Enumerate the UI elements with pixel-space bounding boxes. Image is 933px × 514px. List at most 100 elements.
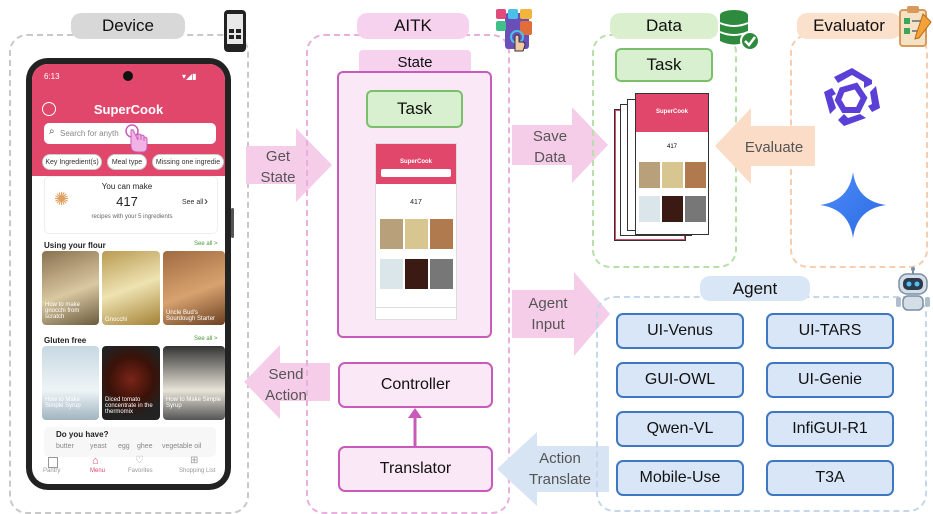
device-title: Device [71, 13, 185, 39]
recipe-title-5: Diced tomato concentrate in the thermomi… [105, 397, 153, 415]
stack-app-title: SuperCook [655, 109, 688, 115]
agent-input-label: Agent Input [528, 295, 568, 333]
section-gluten-free: Gluten free [44, 336, 87, 345]
section-using-flour: Using your flour [44, 241, 106, 250]
mini-header [376, 144, 456, 184]
save-data-label: Save Data [532, 128, 568, 166]
phone-side-button [231, 208, 234, 238]
database-check-icon [719, 10, 760, 51]
recipe-title-6: How to Make Simple Syrup [166, 397, 222, 409]
evaluator-title: Evaluator [797, 13, 901, 39]
nav-menu[interactable]: Menu [90, 468, 106, 474]
section1-see-all[interactable]: See all > [194, 241, 218, 247]
nav-shopping-list[interactable]: Shopping List [179, 468, 216, 474]
smartphone-icon [224, 10, 246, 52]
clipboard-checklist-icon [899, 6, 932, 47]
stack-food-4 [639, 196, 660, 222]
mini-nav [376, 307, 456, 308]
mini-count: 417 [410, 199, 422, 206]
agent-qwen-vl: Qwen-VL [616, 411, 744, 447]
ingredient-butter[interactable]: butter [56, 443, 74, 450]
ingredient-yeast[interactable]: yeast [90, 443, 107, 450]
stack-food-5 [662, 196, 683, 222]
aitk-title: AITK [357, 13, 469, 39]
see-all-chevron-icon[interactable]: › [204, 194, 208, 208]
recipe-title-4: How to Make Simple Syrup [45, 397, 81, 409]
agent-ui-tars: UI-TARS [766, 313, 894, 349]
recipe-title-3: Uncle Bud's Sourdough Starter [166, 310, 216, 322]
recipe-card-syrup-1[interactable] [42, 346, 99, 420]
nav-pantry[interactable]: Pantry [43, 468, 61, 474]
translator-box: Translator [338, 446, 493, 492]
tap-hand-icon [125, 124, 148, 153]
action-translate-arrow [497, 432, 609, 506]
camera-dot [123, 71, 133, 81]
sparkle-icon: ✺ [54, 189, 70, 209]
recipes-caption: recipes with your 5 ingredients [91, 214, 173, 220]
mini-food-3 [430, 219, 453, 249]
you-can-make-label: You can make [101, 182, 153, 191]
do-you-have-panel [44, 427, 216, 457]
save-data-arrow [512, 107, 608, 183]
state-task-box: Task [366, 90, 463, 128]
nav-pantry-icon[interactable] [48, 457, 58, 468]
profile-icon[interactable] [42, 102, 56, 116]
you-can-make-card[interactable] [44, 176, 218, 234]
app-touch-icon [496, 9, 532, 52]
controller-box: Controller [338, 362, 493, 408]
gemini-star-icon [820, 172, 886, 238]
agent-ui-genie: UI-Genie [766, 362, 894, 398]
evaluate-label: Evaluate [744, 139, 804, 156]
mini-food-6 [430, 259, 453, 289]
recipe-card-gnocchi-scratch[interactable] [42, 251, 99, 325]
send-action-arrow [244, 345, 330, 419]
phone-screen: 6:13 ▾◢▮ SuperCook ⌕ Search for anyth Ke… [32, 64, 225, 484]
agent-gui-owl: GUI-OWL [616, 362, 744, 398]
state-title: State [359, 50, 471, 74]
chip-key-ingredients[interactable]: Key Ingredient(s) [42, 154, 102, 170]
chip-missing-one[interactable]: Missing one ingredie [152, 154, 224, 170]
agent-title: Agent [700, 276, 810, 301]
mini-title: SuperCook [399, 159, 432, 165]
recipe-title-2: Gnocchi [105, 317, 128, 323]
qwen-logo-icon [824, 68, 880, 126]
section2-see-all[interactable]: See all > [194, 336, 218, 342]
nav-favorites[interactable]: Favorites [128, 468, 153, 474]
ingredient-ghee[interactable]: ghee [137, 443, 153, 450]
see-all-link[interactable]: See all [182, 199, 204, 206]
stack-food-2 [662, 162, 683, 188]
translator-to-controller-arrow [408, 408, 422, 448]
chip-meal-type[interactable]: Meal type [107, 154, 147, 170]
mini-food-5 [405, 259, 428, 289]
data-task-box: Task [615, 48, 713, 82]
ingredient-vegetable-oil[interactable]: vegetable oil [162, 443, 202, 450]
recipe-count: 417 [116, 194, 138, 209]
get-state-arrow [246, 128, 332, 202]
do-you-have-label: Do you have? [56, 430, 109, 439]
nav-shopping-icon[interactable]: ⊞ [190, 455, 199, 466]
phone-mockup: 6:13 ▾◢▮ SuperCook ⌕ Search for anyth Ke… [26, 58, 234, 490]
nav-menu-icon[interactable]: ⌂ [92, 455, 99, 467]
recipe-card-syrup-2[interactable] [163, 346, 225, 420]
send-action-label: Send Action [265, 366, 307, 404]
recipe-title-1: How to make gnocchi from scratch [45, 302, 81, 320]
mini-search [381, 169, 451, 177]
mini-food-1 [380, 219, 403, 249]
agent-infigui-r1: InfiGUI-R1 [766, 411, 894, 447]
ingredient-egg[interactable]: egg [118, 443, 130, 450]
search-bar[interactable] [44, 123, 216, 144]
get-state-label: Get State [260, 148, 296, 186]
mini-food-4 [380, 259, 403, 289]
search-icon: ⌕ [49, 126, 55, 137]
nav-favorites-icon[interactable]: ♡ [135, 455, 144, 466]
recipe-card-tomato[interactable] [102, 346, 160, 420]
stack-food-3 [685, 162, 706, 188]
action-translate-label: Action Translate [529, 450, 591, 488]
stack-food-6 [685, 196, 706, 222]
agent-mobile-use: Mobile-Use [616, 460, 744, 496]
agent-ui-venus: UI-Venus [616, 313, 744, 349]
recipe-card-sourdough[interactable] [163, 251, 225, 325]
search-placeholder: Search for anyth [60, 129, 119, 138]
app-title: SuperCook [93, 102, 164, 117]
recipe-card-gnocchi[interactable] [102, 251, 160, 325]
